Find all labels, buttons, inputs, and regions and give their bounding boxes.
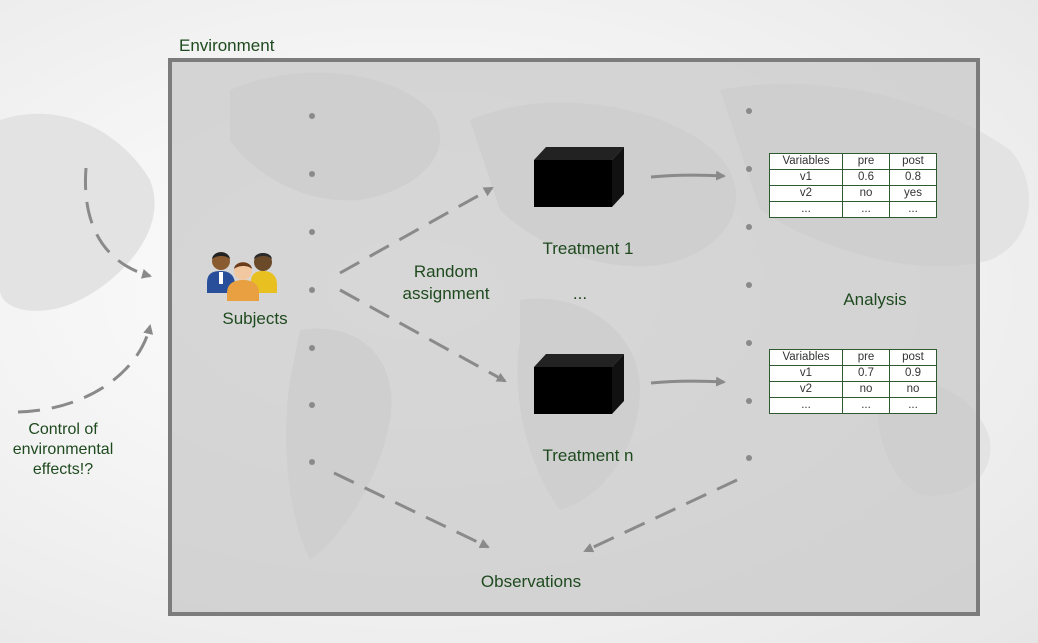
table-header-cell: post — [889, 349, 937, 366]
random-assignment-line-1: Random — [413, 262, 479, 281]
table-header-cell: post — [889, 153, 937, 170]
table-cell: no — [842, 185, 890, 202]
people-group-icon — [207, 252, 277, 301]
control-arrow-lower — [17, 324, 154, 414]
assignment-arrow-treatment-1 — [339, 186, 494, 275]
control-label-line-3: effects!? — [32, 461, 94, 478]
table-cell: yes — [889, 185, 937, 202]
table-header-row: Variables pre post — [769, 153, 937, 170]
analysis-table-treatment-1: Variables pre post v1 0.6 0.8 v2 no yes … — [769, 153, 937, 218]
control-label-line-2: environmental — [12, 441, 114, 458]
left-dot-column — [309, 113, 315, 465]
black-box-icon — [534, 354, 624, 414]
table-cell: no — [889, 381, 937, 398]
table-row: v1 0.6 0.8 — [769, 169, 937, 186]
table-header-cell: Variables — [769, 349, 843, 366]
analysis-label: Analysis — [843, 290, 907, 309]
table-cell: ... — [889, 201, 937, 218]
right-dot-column — [746, 108, 752, 461]
observation-arrow-right — [583, 478, 738, 553]
table-cell: v1 — [769, 365, 843, 382]
table-cell: ... — [842, 397, 890, 414]
treatment-1-output-arrow — [650, 170, 726, 181]
table-header-cell: pre — [842, 153, 890, 170]
table-cell: v1 — [769, 169, 843, 186]
table-cell: ... — [769, 397, 843, 414]
environment-title: Environment — [179, 36, 275, 55]
table-cell: no — [842, 381, 890, 398]
subjects-label: Subjects — [222, 309, 288, 328]
observations-label: Observations — [480, 572, 582, 591]
control-label-line-1: Control of — [28, 421, 98, 438]
table-cell: 0.9 — [889, 365, 937, 382]
table-row: v1 0.7 0.9 — [769, 365, 937, 382]
observation-arrow-left — [333, 471, 490, 549]
random-assignment-line-2: assignment — [402, 284, 490, 303]
table-cell: 0.8 — [889, 169, 937, 186]
table-cell: 0.6 — [842, 169, 890, 186]
table-cell: ... — [889, 397, 937, 414]
treatment-1-label: Treatment 1 — [542, 239, 634, 258]
control-arrow-upper — [83, 167, 152, 279]
treatment-ellipsis: ... — [572, 284, 588, 303]
treatment-n-output-arrow — [650, 376, 726, 387]
assignment-arrow-treatment-n — [339, 288, 507, 383]
black-box-icon — [534, 147, 624, 207]
treatment-n-label: Treatment n — [542, 446, 634, 465]
table-cell: ... — [769, 201, 843, 218]
table-cell: v2 — [769, 185, 843, 202]
analysis-table-treatment-n: Variables pre post v1 0.7 0.9 v2 no no .… — [769, 349, 937, 414]
table-row: v2 no yes — [769, 185, 937, 202]
random-assignment-label: Random assignment — [396, 261, 496, 305]
table-header-row: Variables pre post — [769, 349, 937, 366]
table-cell: v2 — [769, 381, 843, 398]
table-row: ... ... ... — [769, 397, 937, 414]
table-header-cell: Variables — [769, 153, 843, 170]
table-row: v2 no no — [769, 381, 937, 398]
table-header-cell: pre — [842, 349, 890, 366]
table-row: ... ... ... — [769, 201, 937, 218]
control-label: Control of environmental effects!? — [0, 420, 126, 480]
table-cell: ... — [842, 201, 890, 218]
table-cell: 0.7 — [842, 365, 890, 382]
